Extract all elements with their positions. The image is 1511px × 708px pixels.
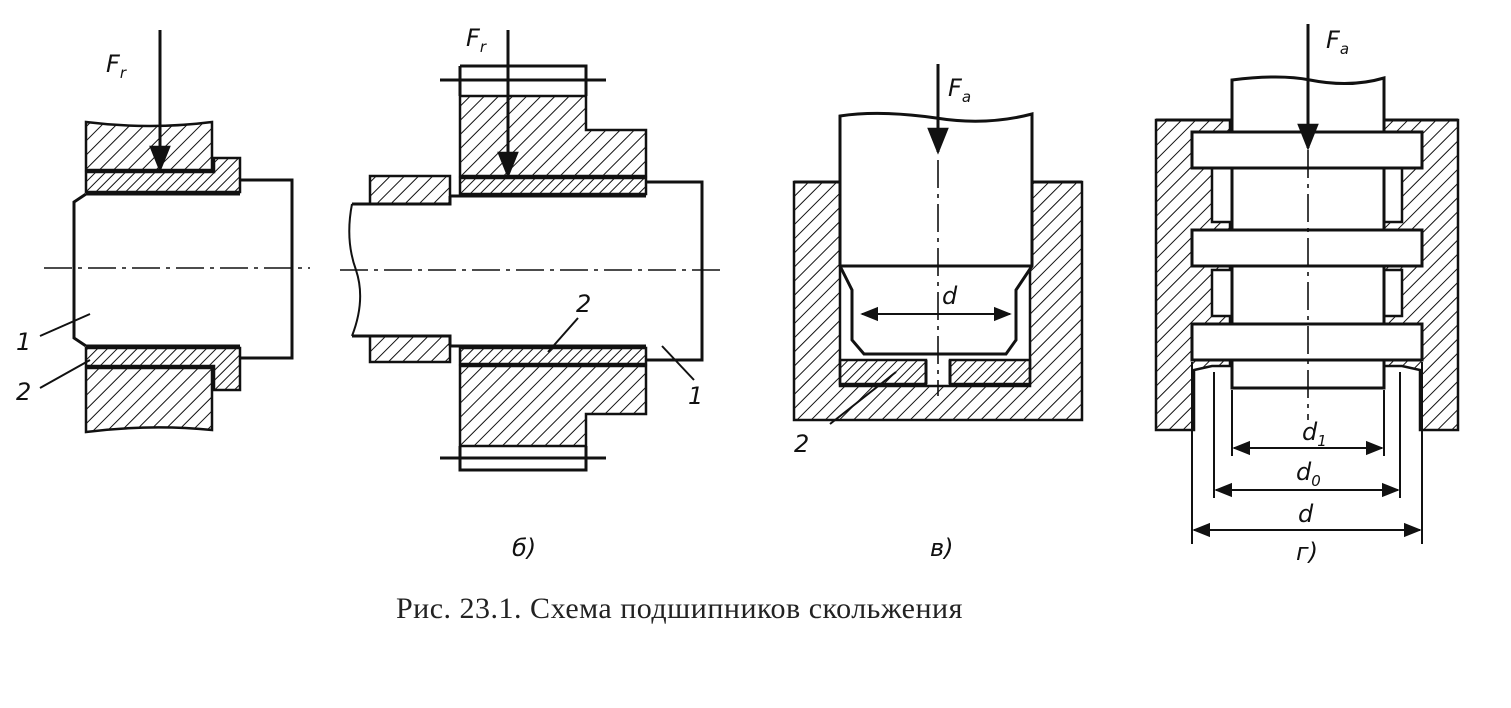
panel-c-thrust-bearing: Fa d 2 в)	[792, 64, 1084, 562]
panel-b-collar-bottom	[368, 334, 452, 364]
panel-c-label: в)	[930, 534, 954, 562]
panel-a-leader-2	[39, 359, 91, 389]
panel-a-callout-1: 1	[16, 328, 31, 356]
panel-a-bushing-top	[84, 156, 242, 194]
panel-a-leader-1	[39, 313, 91, 337]
panel-a-bushing-bottom	[84, 346, 242, 392]
panel-d-force-label: Fa	[1326, 26, 1349, 58]
panel-b-label: б)	[512, 534, 536, 562]
panel-a-journal	[72, 178, 294, 360]
panel-a-housing-bottom	[84, 366, 214, 434]
figure-caption: Рис. 23.1. Схема подшипников скольжения	[396, 592, 963, 625]
panel-d-extension-lines	[1191, 362, 1423, 544]
panel-a-housing-top	[84, 120, 214, 172]
panel-c-oil-channel	[924, 360, 952, 384]
panel-c-diameter-label: d	[942, 282, 958, 310]
panel-a-callout-2: 2	[16, 378, 31, 406]
panel-b-radial-bearing: Fr 2 1 б)	[340, 24, 720, 562]
panel-b-leader-2	[547, 317, 579, 353]
panel-b-leader-1	[661, 345, 695, 381]
panel-b-callout-2: 2	[576, 290, 591, 318]
panel-a-radial-bearing: Fr 1 2	[16, 30, 310, 434]
panel-c-callout-2: 2	[794, 430, 809, 458]
panel-b-bushing-top	[458, 176, 648, 196]
panel-a-force-label: Fr	[106, 50, 127, 82]
panel-c-thrust-disc	[838, 358, 1032, 386]
panel-b-gear-rim-bottom	[440, 446, 606, 472]
panel-d-comb-thrust-bearing: Fa d1 d0 d г)	[1154, 24, 1460, 566]
panel-c-leader-2	[829, 371, 897, 425]
panel-d-dim-d0-label: d0	[1296, 458, 1321, 490]
panel-b-hub-bottom	[458, 364, 648, 448]
panel-b-bushing-bottom	[458, 346, 648, 366]
panel-d-collar-3	[1190, 322, 1424, 362]
panel-b-callout-1: 1	[688, 382, 703, 410]
panel-d-dim-d1-label: d1	[1302, 418, 1327, 450]
panel-d-collar-2	[1190, 228, 1424, 268]
panel-c-shaft	[838, 111, 1034, 356]
panel-b-collar-top	[368, 174, 452, 206]
panel-b-hub-top	[458, 94, 648, 178]
panel-b-force-label: Fr	[466, 24, 487, 56]
panel-d-dim-d-label: d	[1298, 500, 1314, 528]
panel-c-force-label: Fa	[948, 74, 971, 106]
panel-b-shaft	[352, 180, 704, 362]
panel-b-gear-rim-top	[440, 64, 606, 96]
panel-d-label: г)	[1296, 538, 1318, 566]
